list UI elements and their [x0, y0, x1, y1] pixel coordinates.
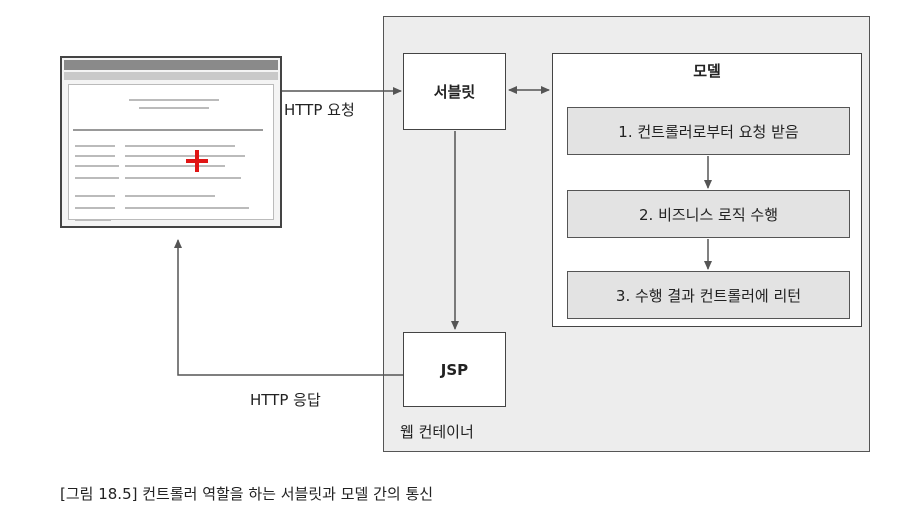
- browser-toolbar: [64, 72, 278, 80]
- model-step-3: 3. 수행 결과 컨트롤러에 리턴: [567, 271, 850, 319]
- red-cross-cursor-icon: [186, 150, 208, 172]
- browser-window-icon: [60, 56, 282, 228]
- jsp-box: JSP: [403, 332, 506, 407]
- servlet-box: 서블릿: [403, 53, 506, 130]
- model-step-1-label: 1. 컨트롤러로부터 요청 받음: [618, 122, 799, 141]
- web-container-label: 웹 컨테이너: [400, 423, 474, 441]
- http-request-label: HTTP 요청: [284, 101, 355, 119]
- model-step-3-label: 3. 수행 결과 컨트롤러에 리턴: [615, 286, 802, 305]
- model-title: 모델: [693, 62, 721, 80]
- browser-titlebar: [64, 60, 278, 70]
- model-step-1: 1. 컨트롤러로부터 요청 받음: [567, 107, 850, 155]
- figure-caption: [그림 18.5] 컨트롤러 역할을 하는 서블릿과 모델 간의 통신: [60, 485, 434, 503]
- http-response-arrow: [174, 239, 403, 376]
- model-step-2-label: 2. 비즈니스 로직 수행: [638, 205, 779, 224]
- model-step-2: 2. 비즈니스 로직 수행: [567, 190, 850, 238]
- jsp-label: JSP: [440, 360, 469, 379]
- servlet-label: 서블릿: [433, 83, 476, 101]
- http-response-label: HTTP 응답: [250, 391, 321, 409]
- browser-content: [68, 84, 274, 221]
